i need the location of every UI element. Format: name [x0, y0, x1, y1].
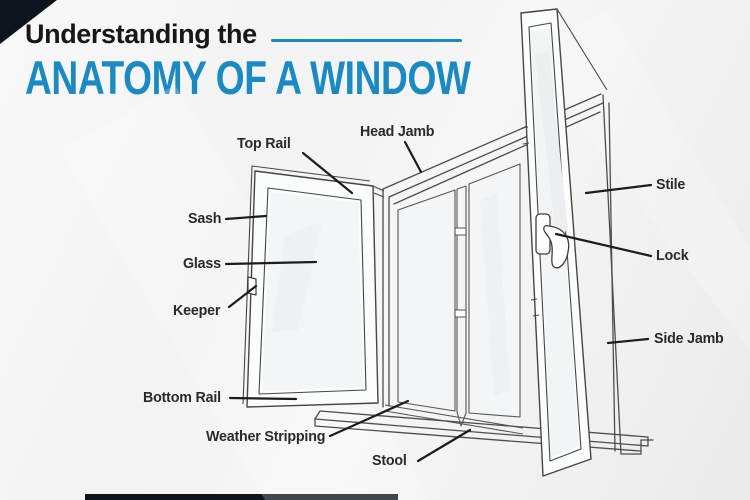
leader-top-rail — [301, 151, 354, 195]
label-weather-stripping: Weather Stripping — [206, 428, 326, 445]
bottom-bar-accent — [85, 494, 398, 500]
label-stool: Stool — [372, 452, 407, 469]
leader-sash — [224, 214, 268, 221]
label-stile: Stile — [656, 176, 686, 193]
kicker-text: Understanding the — [25, 19, 257, 49]
label-bottom-rail: Bottom Rail — [143, 389, 221, 406]
label-top-rail: Top Rail — [237, 135, 291, 152]
fixed-panes — [384, 163, 524, 435]
label-side-jamb: Side Jamb — [654, 330, 724, 347]
leader-glass — [224, 260, 318, 266]
leader-stool — [416, 428, 472, 463]
label-sash: Sash — [188, 210, 222, 227]
leader-head-jamb — [403, 140, 423, 174]
leader-stile — [584, 183, 653, 195]
leader-lines — [224, 140, 653, 463]
label-glass: Glass — [183, 255, 221, 272]
leader-weather-stripping — [328, 399, 410, 438]
leader-side-jamb — [606, 337, 650, 345]
label-head-jamb: Head Jamb — [360, 123, 435, 140]
leader-lock — [554, 232, 653, 258]
page-title: ANATOMY OF A WINDOW — [25, 51, 471, 104]
label-lock: Lock — [656, 247, 689, 264]
leader-keeper — [227, 284, 258, 309]
open-sash — [242, 165, 385, 408]
leader-bottom-rail — [228, 396, 298, 401]
label-keeper: Keeper — [173, 302, 221, 319]
title-underline — [271, 39, 462, 42]
